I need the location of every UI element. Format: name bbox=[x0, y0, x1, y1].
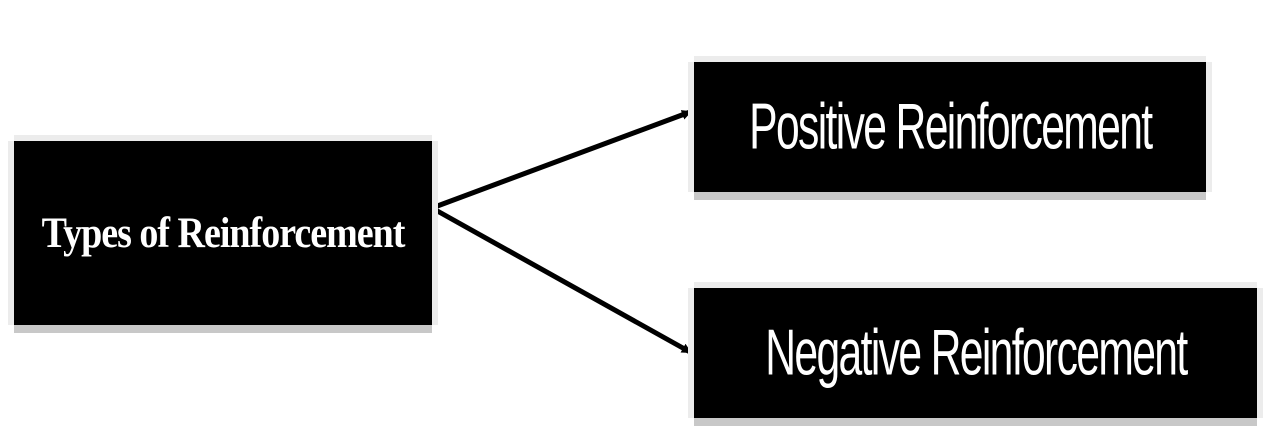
root-node: Types of Reinforcement bbox=[14, 141, 432, 325]
positive-reinforcement-node: Positive Reinforcement bbox=[694, 62, 1206, 192]
negative-reinforcement-label: Negative Reinforcement bbox=[764, 316, 1188, 390]
negative-reinforcement-node: Negative Reinforcement bbox=[694, 288, 1257, 418]
arrow-to-positive bbox=[431, 109, 692, 211]
positive-reinforcement-label: Positive Reinforcement bbox=[748, 90, 1153, 164]
arrow-to-negative bbox=[430, 205, 692, 355]
root-node-label: Types of Reinforcement bbox=[41, 208, 406, 258]
